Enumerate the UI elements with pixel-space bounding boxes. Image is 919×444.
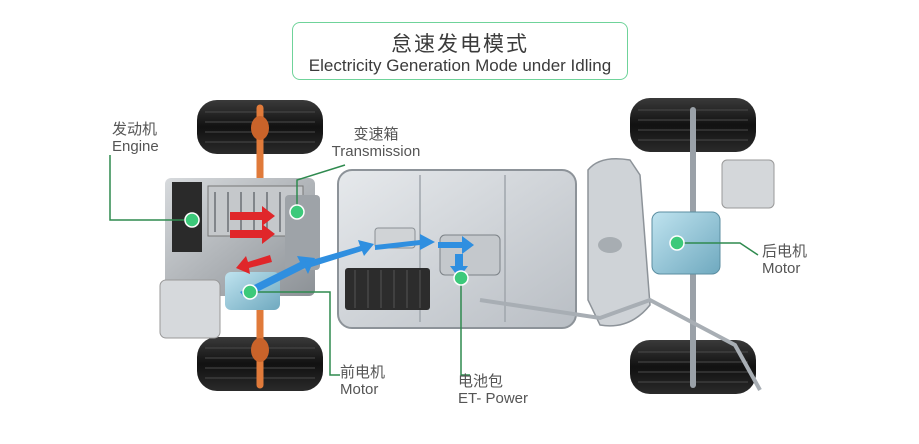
label-front-motor-en: Motor — [340, 381, 379, 398]
fuel-cap — [598, 237, 622, 253]
front-inverter — [159, 279, 221, 339]
leader-lines — [109, 155, 759, 376]
rear-motor-dot — [669, 235, 685, 251]
front-motor-dot — [242, 284, 258, 300]
label-battery-cn: 电池包 — [458, 373, 504, 390]
label-battery-en: ET- Power — [458, 390, 529, 407]
label-front-motor: 前电机 Motor — [340, 364, 385, 398]
title-box: 怠速发电模式 Electricity Generation Mode under… — [292, 22, 628, 80]
rear-inverter — [721, 159, 775, 209]
label-rear-motor-cn: 后电机 — [762, 243, 808, 260]
battery-dot — [453, 270, 469, 286]
battery-pack — [337, 169, 577, 329]
label-engine-cn: 发动机 — [112, 121, 158, 138]
front-axle-joints — [251, 116, 269, 362]
label-transmission-en: Transmission — [331, 143, 421, 160]
label-transmission-cn: 变速箱 — [353, 126, 399, 143]
label-battery: 电池包 ET- Power — [458, 373, 528, 407]
exhaust-pipe — [479, 297, 762, 391]
title-english: Electricity Generation Mode under Idling — [308, 56, 612, 75]
label-engine-en: Engine — [112, 138, 159, 155]
title-chinese: 怠速发电模式 — [391, 33, 529, 56]
transmission-dot — [289, 204, 305, 220]
label-rear-motor: 后电机 Motor — [762, 243, 807, 277]
engine-dot — [184, 212, 200, 228]
label-front-motor-cn: 前电机 — [340, 364, 386, 381]
label-transmission: 变速箱 Transmission — [330, 126, 422, 160]
indicator-dots — [184, 204, 685, 300]
charging-energy-arrows — [240, 234, 474, 298]
engine-energy-arrows — [230, 206, 275, 274]
label-engine: 发动机 Engine — [112, 121, 159, 155]
label-rear-motor-en: Motor — [762, 260, 801, 277]
